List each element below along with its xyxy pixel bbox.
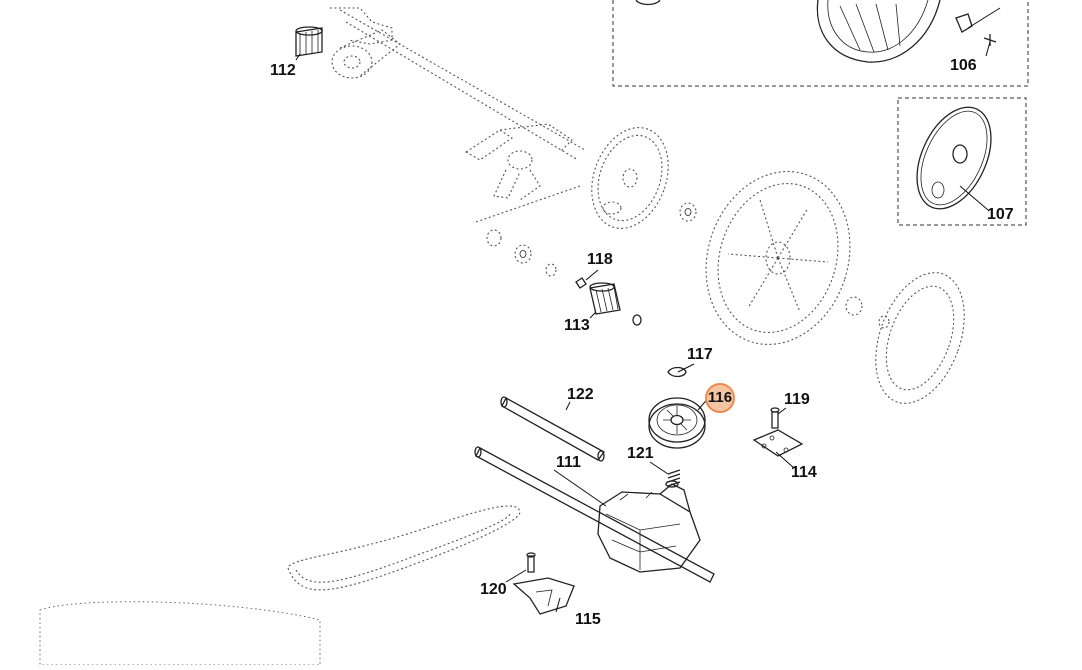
callout-121[interactable]: 121 (627, 445, 654, 462)
callout-116[interactable]: 116 (705, 383, 735, 413)
callout-112[interactable]: 112 (270, 62, 296, 79)
callout-119[interactable]: 119 (784, 391, 810, 408)
callout-106[interactable]: 106 (950, 57, 977, 74)
shaft-part-122 (500, 396, 605, 462)
callout-115[interactable]: 115 (575, 611, 601, 628)
transmission-part (474, 446, 715, 583)
bracket-part-114 (752, 407, 804, 457)
detail-box-hubcap (897, 97, 1027, 226)
washers-and-clips (486, 202, 890, 329)
bracket-part-115 (512, 552, 575, 615)
leader-lines (295, 7, 1001, 613)
hubcap-part-107 (916, 106, 992, 210)
callout-120[interactable]: 120 (480, 581, 507, 598)
rear-wheel-ghost (705, 171, 965, 404)
callout-118[interactable]: 118 (587, 251, 613, 268)
drive-belt-ghost (287, 505, 521, 591)
spring-part-121 (667, 469, 681, 487)
callout-107[interactable]: 107 (987, 206, 1014, 223)
drive-gear-ghost (591, 127, 669, 229)
detail-box-top (612, 0, 1029, 87)
callout-117[interactable]: 117 (687, 346, 713, 363)
front-wheel-partial (635, 0, 997, 63)
callout-111[interactable]: 111 (556, 454, 581, 471)
callout-114[interactable]: 114 (791, 464, 817, 481)
faded-background-artifact (39, 601, 321, 666)
rear-axle-frame (330, 7, 586, 223)
pulley-part-116 (648, 366, 706, 449)
callout-122[interactable]: 122 (567, 386, 594, 403)
bushing-part-112 (295, 26, 323, 57)
callout-113[interactable]: 113 (564, 317, 590, 334)
pinion-part-113 (575, 277, 621, 315)
